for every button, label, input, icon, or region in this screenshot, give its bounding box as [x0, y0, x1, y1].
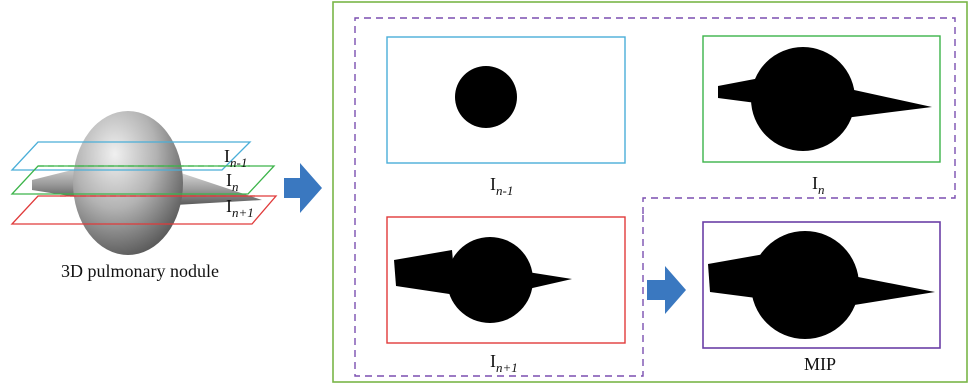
plane-bottom: [10, 195, 278, 225]
plane-middle: [10, 165, 276, 195]
mip-label: MIP: [804, 354, 836, 374]
slice-n-minus-1-label: In-1: [490, 174, 513, 198]
plane-label-top: In-1: [224, 146, 247, 170]
nodule-caption: 3D pulmonary nodule: [61, 261, 219, 281]
slice-n-right-spike: [845, 88, 932, 118]
mip-result: MIP: [702, 221, 941, 374]
slice-n-label: In: [812, 173, 825, 197]
plane-label-bottom: In+1: [226, 196, 254, 220]
plane-label-middle: In: [226, 170, 239, 194]
slice-n-minus-1: In-1: [386, 36, 626, 198]
slice-n-plus-1-label: In+1: [490, 351, 518, 375]
mip-right-spike: [848, 275, 935, 306]
result-panel-frame: [332, 1, 968, 383]
slice-n-plus-1-left-spike: [394, 250, 456, 295]
slice-n-minus-1-shape: [455, 66, 517, 128]
process-arrow: [284, 163, 322, 213]
slice-n-shape: [751, 47, 855, 151]
slice-n-plus-1-shape: [447, 237, 533, 323]
mip-arrow: [647, 266, 686, 314]
slice-n-plus-1: In+1: [386, 216, 626, 375]
right-spike: [175, 172, 262, 205]
slice-group-dashed-outline: [354, 17, 956, 377]
mip-shape: [751, 231, 859, 339]
slice-n: In: [702, 35, 941, 197]
nodule-sphere: [73, 111, 183, 255]
3d-nodule-group: In-1 In In+1 3D pulmonary nodule: [10, 111, 278, 281]
plane-top: [10, 141, 252, 171]
